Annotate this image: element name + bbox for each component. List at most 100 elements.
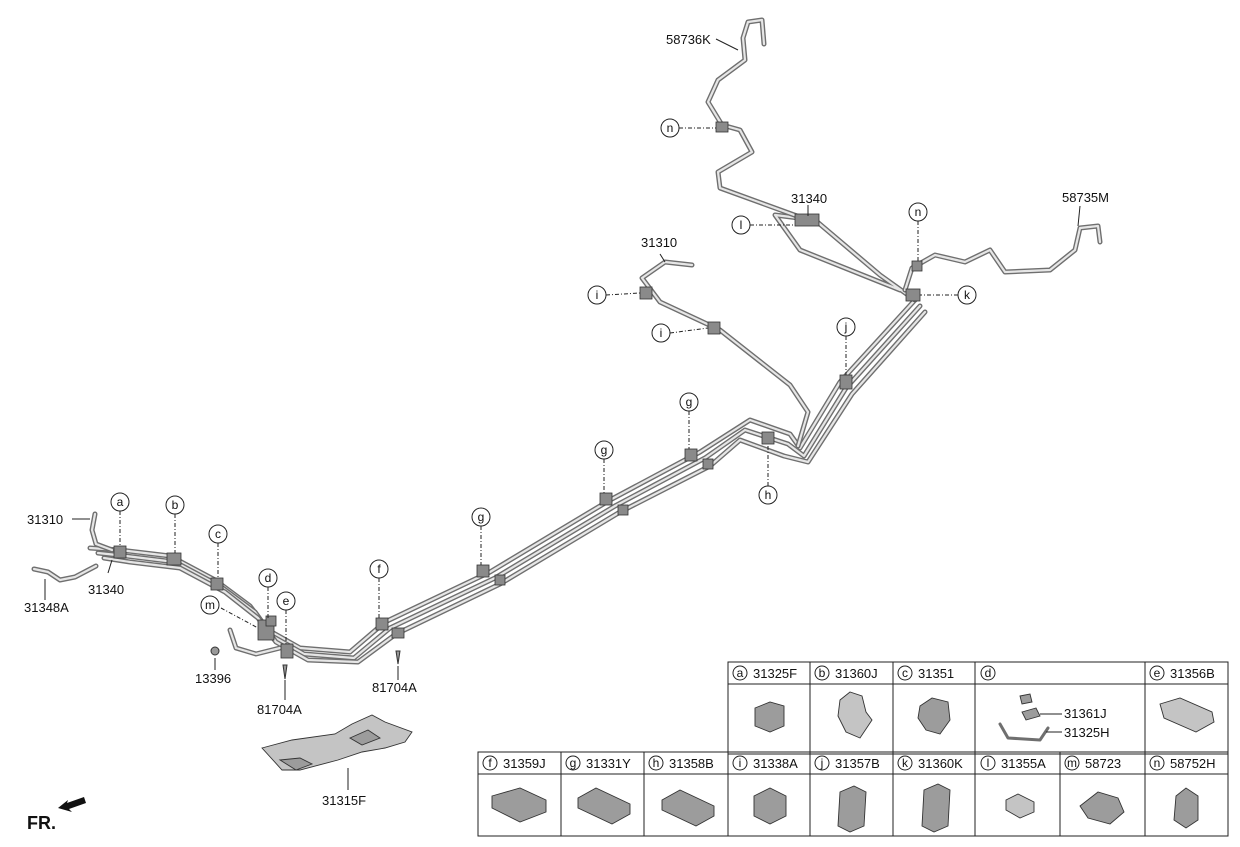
label-13396: 13396 xyxy=(195,671,231,686)
callout-e: e xyxy=(276,591,296,611)
svg-text:31325F: 31325F xyxy=(753,666,797,681)
clip-mark xyxy=(599,492,613,506)
callout-i-1: i xyxy=(587,285,607,305)
svg-text:31359J: 31359J xyxy=(503,756,546,771)
bolt-13396-icon xyxy=(210,646,220,656)
svg-text:g: g xyxy=(686,395,693,409)
label-58736K: 58736K xyxy=(666,32,711,47)
svg-text:31357B: 31357B xyxy=(835,756,880,771)
clip-callouts: a b c d e m f g g g h i i j k l n n xyxy=(110,118,977,615)
svg-text:n: n xyxy=(667,121,674,135)
svg-text:f: f xyxy=(377,562,381,576)
cell-k: k 31360K xyxy=(897,755,963,833)
svg-text:g: g xyxy=(478,510,485,524)
label-81704A-right: 81704A xyxy=(372,680,417,695)
svg-text:58723: 58723 xyxy=(1085,756,1121,771)
bolt-81704A-icon xyxy=(395,650,401,665)
callout-c: c xyxy=(208,524,228,544)
clip-mark xyxy=(707,321,721,335)
clip-mark xyxy=(794,213,820,227)
clip-mark xyxy=(761,431,775,445)
label-58735M: 58735M xyxy=(1062,190,1109,205)
clip-mark xyxy=(715,121,729,133)
clip-mark xyxy=(911,260,923,272)
svg-text:31356B: 31356B xyxy=(1170,666,1215,681)
clip-31359J-icon xyxy=(491,787,547,823)
clip-31357B-icon xyxy=(837,785,867,833)
svg-text:h: h xyxy=(653,756,660,770)
callout-i-2: i xyxy=(651,323,671,343)
svg-text:a: a xyxy=(117,495,124,509)
callout-k: k xyxy=(957,285,977,305)
fuel-pipes xyxy=(31,17,1103,665)
clip-mark xyxy=(391,627,405,639)
pipe-31325H-icon xyxy=(998,722,1050,742)
front-direction: FR. xyxy=(27,797,86,833)
callout-n-1: n xyxy=(908,202,928,222)
svg-text:k: k xyxy=(902,756,909,770)
clip-mark xyxy=(375,617,389,631)
clip-31360J-icon xyxy=(837,691,873,739)
callout-g-2: g xyxy=(594,440,614,460)
clip-mark xyxy=(265,615,277,627)
cell-a: a 31325F xyxy=(732,665,797,733)
label-31340-top: 31340 xyxy=(791,191,827,206)
front-label: FR. xyxy=(27,813,56,833)
svg-text:j: j xyxy=(844,320,848,334)
cell-d: d 31361J 31325H xyxy=(980,665,1110,742)
svg-text:b: b xyxy=(172,498,179,512)
svg-text:31355A: 31355A xyxy=(1001,756,1046,771)
svg-text:31331Y: 31331Y xyxy=(586,756,631,771)
callout-j: j xyxy=(836,317,856,337)
svg-text:31358B: 31358B xyxy=(669,756,714,771)
clip-31351-icon xyxy=(917,697,951,735)
cover-31315F-icon xyxy=(261,714,413,771)
fittings xyxy=(210,646,413,771)
svg-text:n: n xyxy=(1154,756,1161,770)
cell-e: e 31356B xyxy=(1149,665,1215,733)
cell-b: b 31360J xyxy=(814,665,878,739)
svg-text:d: d xyxy=(985,666,992,680)
svg-text:n: n xyxy=(915,205,922,219)
svg-text:e: e xyxy=(1154,666,1161,680)
svg-text:31338A: 31338A xyxy=(753,756,798,771)
parts-table-row-2: f 31359J g 31331Y h 31358B i 31338A xyxy=(477,751,1229,837)
cell-m: m 58723 xyxy=(1064,755,1125,825)
svg-text:e: e xyxy=(283,594,290,608)
callout-d: d xyxy=(258,568,278,588)
svg-text:i: i xyxy=(596,288,599,302)
svg-text:f: f xyxy=(488,756,492,770)
cell-l: l 31355A xyxy=(980,755,1046,819)
clip-31325F-icon xyxy=(754,701,785,733)
clip-mark xyxy=(280,643,294,659)
cell-h: h 31358B xyxy=(648,755,715,827)
svg-text:m: m xyxy=(205,598,215,612)
pipe-58735M xyxy=(902,223,1103,293)
svg-text:c: c xyxy=(902,666,908,680)
label-31310-left: 31310 xyxy=(27,512,63,527)
svg-text:m: m xyxy=(1067,756,1077,770)
label-31325H: 31325H xyxy=(1064,725,1110,740)
clip-mark xyxy=(476,564,490,578)
svg-text:l: l xyxy=(740,218,743,232)
bracket-58723-icon xyxy=(1079,791,1125,825)
callout-f: f xyxy=(369,559,389,579)
callout-a: a xyxy=(110,492,130,512)
clip-31331Y-icon xyxy=(577,787,631,825)
svg-text:g: g xyxy=(570,756,577,770)
clip-mark xyxy=(113,545,127,559)
svg-text:58752H: 58752H xyxy=(1170,756,1216,771)
clip-mark xyxy=(839,374,853,390)
clip-mark xyxy=(494,574,506,586)
clip-31358B-icon xyxy=(661,789,715,827)
svg-text:k: k xyxy=(964,288,971,302)
label-31348A: 31348A xyxy=(24,600,69,615)
label-31340-left: 31340 xyxy=(88,582,124,597)
svg-text:31360K: 31360K xyxy=(918,756,963,771)
leader-lines xyxy=(44,38,1081,790)
clip-mark xyxy=(905,288,921,302)
cell-f: f 31359J xyxy=(482,755,547,823)
svg-text:b: b xyxy=(819,666,826,680)
clip-mark xyxy=(702,458,714,470)
